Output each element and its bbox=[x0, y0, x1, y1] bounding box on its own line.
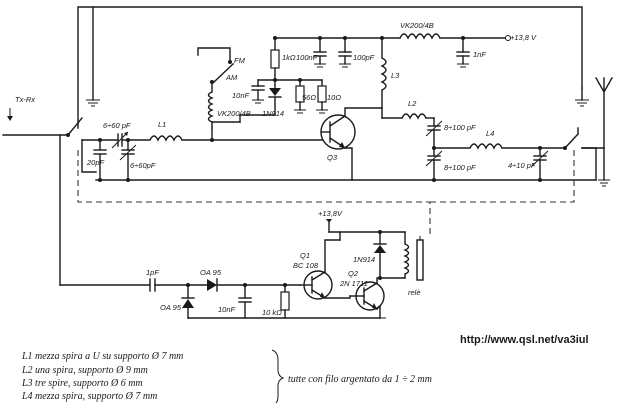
l4-label: L4 bbox=[486, 129, 494, 138]
oa95-shunt-label: OA 95 bbox=[160, 303, 182, 312]
vk200-mid-label: VK200/4B bbox=[217, 109, 251, 118]
top-rail bbox=[77, 6, 583, 129]
fm-label: FM bbox=[234, 56, 246, 65]
c-6-60-shunt-label: 6÷60pF bbox=[130, 161, 156, 170]
input-section: Tx-Rx 20pF 6÷60 pF 6÷60pF L1 bbox=[2, 95, 323, 181]
r-10k-label: 10 kΩ bbox=[262, 308, 282, 317]
bias-network: 1kΩ 100nF 100pF L3 1N914 bbox=[232, 36, 465, 118]
txrx-label: Tx-Rx bbox=[15, 95, 35, 104]
q2-label: Q2 bbox=[348, 269, 359, 278]
supply-label: +13,8 V bbox=[510, 33, 537, 42]
q1-label: Q1 bbox=[300, 251, 310, 260]
oa95-series-label: OA 95 bbox=[200, 268, 222, 277]
output-section: L2 8÷100 pF 8÷100 pF L4 4÷10 pF bbox=[381, 77, 613, 187]
q3-label: Q3 bbox=[327, 153, 338, 162]
r-56-label: 56Ω bbox=[302, 93, 316, 102]
transistor-q2: Q2 2N 1711 bbox=[339, 269, 406, 311]
l3-label: L3 bbox=[391, 71, 400, 80]
legend-l4: L4 mezza spira, supporto Ø 7 mm bbox=[21, 391, 157, 402]
relay-mechanical-link bbox=[77, 150, 575, 235]
c-6-60-series-label: 6÷60 pF bbox=[103, 121, 131, 130]
l2-label: L2 bbox=[408, 99, 417, 108]
legend-wire-note: tutte con filo argentato da 1 ÷ 2 mm bbox=[288, 374, 432, 385]
supply-13v8-label: +13,8V bbox=[318, 209, 343, 218]
r-10-label: 10Ω bbox=[327, 93, 341, 102]
c-20pf-label: 20pF bbox=[86, 158, 105, 167]
c-8-100-shunt-label: 8÷100 pF bbox=[444, 163, 476, 172]
relay-driver: +13,8V 1N914 relè bbox=[318, 209, 424, 297]
c-100nf-top-label: 100nF bbox=[296, 53, 318, 62]
q1-type-label: BC 108 bbox=[293, 261, 319, 270]
vk200-top-label: VK200/4B bbox=[400, 21, 434, 30]
diode-1n914-top-label: 1N914 bbox=[262, 109, 284, 118]
fm-am-switch: FM AM VK200/4B bbox=[197, 47, 276, 129]
rf-ground-bus bbox=[95, 178, 542, 182]
supply-line: +13,8 V VK200/4B 1nF bbox=[274, 21, 537, 68]
c-10nf-top-label: 10nF bbox=[232, 91, 250, 100]
rele-label: relè bbox=[408, 288, 421, 297]
transistor-q1: Q1 BC 108 bbox=[293, 239, 351, 300]
coil-legend: L1 mezza spira a U su supporto Ø 7 mm L2… bbox=[21, 349, 432, 403]
c-1pf-label: 1pF bbox=[146, 268, 159, 277]
l1-label: L1 bbox=[158, 120, 166, 129]
c-4-10-label: 4÷10 pF bbox=[508, 161, 536, 170]
legend-l3: L3 tre spire, supporto Ø 6 mm bbox=[21, 378, 143, 389]
am-label: AM bbox=[225, 73, 238, 82]
transistor-q3: Q3 bbox=[320, 107, 597, 181]
legend-l2: L2 una spira, supporto Ø 9 mm bbox=[21, 365, 148, 376]
legend-l1: L1 mezza spira a U su supporto Ø 7 mm bbox=[21, 351, 183, 362]
q2-type-label: 2N 1711 bbox=[339, 279, 368, 288]
c-1nf-label: 1nF bbox=[473, 50, 486, 59]
c-8-100-series-label: 8÷100 pF bbox=[444, 123, 476, 132]
source-url: http://www.qsl.net/va3iul bbox=[460, 334, 589, 346]
c-100pf-label: 100pF bbox=[353, 53, 375, 62]
r-1k-label: 1kΩ bbox=[282, 53, 296, 62]
diode-1n914-bottom-label: 1N914 bbox=[353, 255, 375, 264]
c-10nf-bottom-label: 10nF bbox=[218, 305, 236, 314]
detector-section: 1pF OA 95 OA 95 10nF 10 kΩ bbox=[59, 134, 386, 319]
